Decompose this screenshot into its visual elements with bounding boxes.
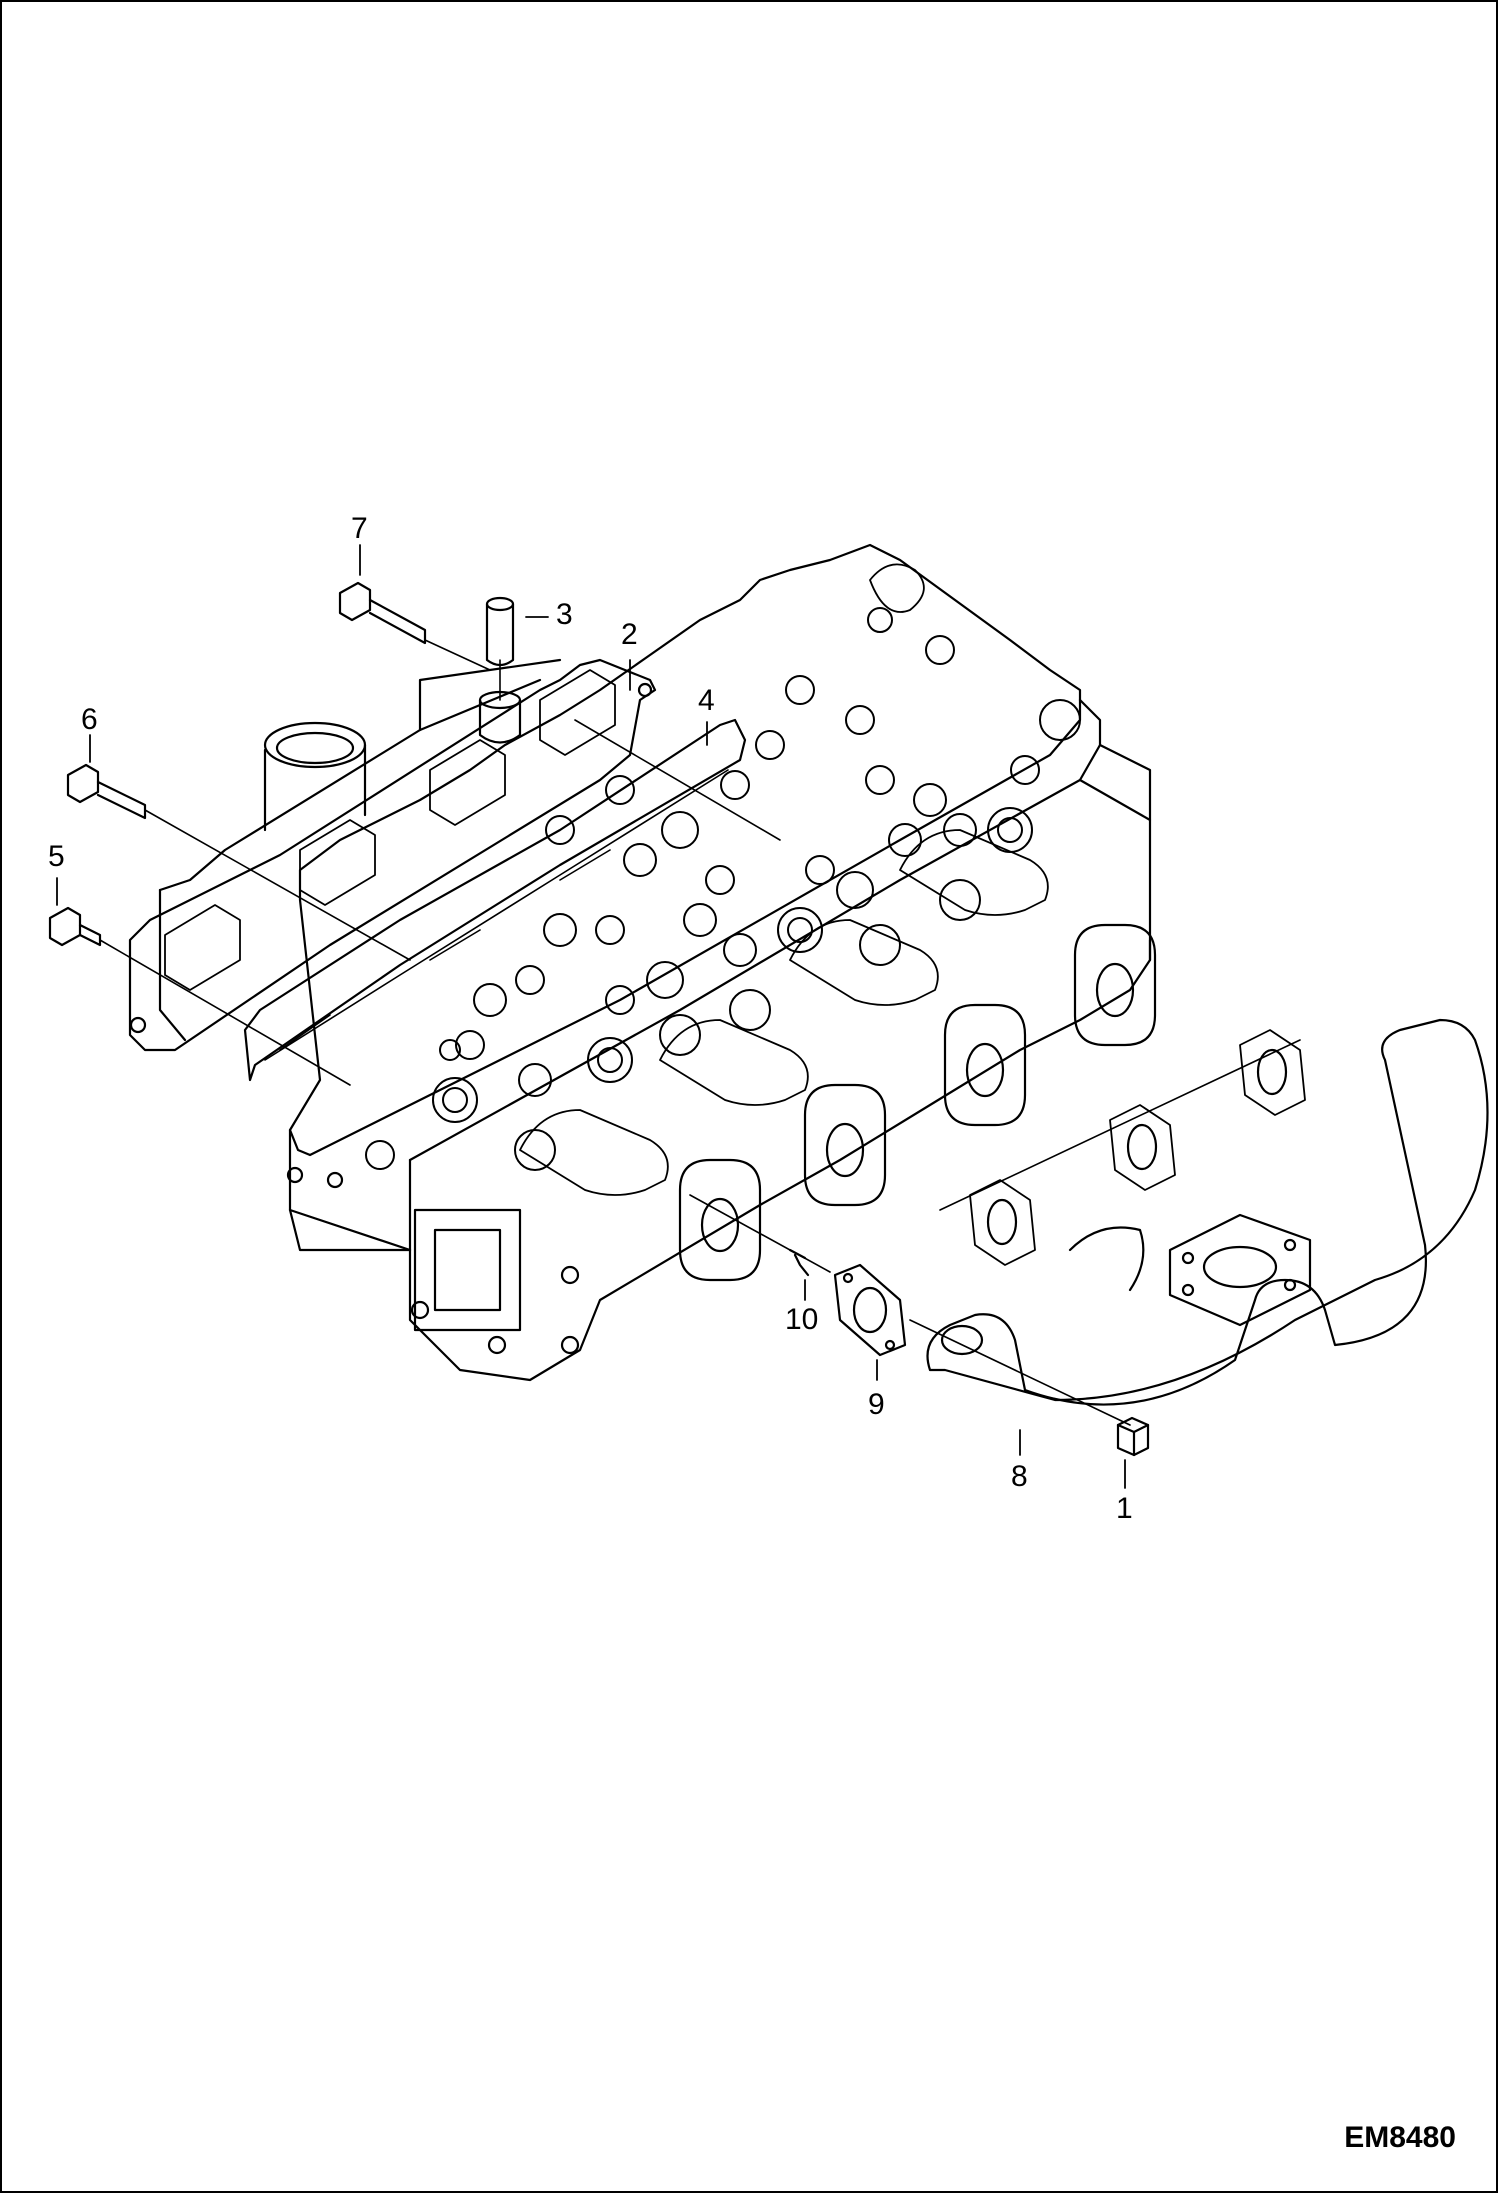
intake-manifold (128, 658, 657, 1052)
bolt-7 (338, 581, 427, 645)
callout-8: 8 (1011, 1460, 1028, 1493)
cylinder-head (286, 543, 1157, 1382)
bolt-6 (66, 763, 147, 820)
leader-lines (56, 544, 1126, 1489)
callout-6: 6 (81, 703, 98, 736)
callout-2: 2 (621, 618, 638, 651)
callout-10: 10 (785, 1303, 819, 1336)
callout-7: 7 (351, 512, 368, 545)
bolt-5 (48, 906, 102, 947)
callout-9: 9 (868, 1388, 885, 1421)
callout-3: 3 (556, 598, 573, 631)
figure-id: EM8480 (1344, 2121, 1456, 2154)
callout-1: 1 (1116, 1492, 1133, 1525)
alignment-lines (99, 639, 1131, 1426)
callout-5: 5 (48, 840, 65, 873)
sleeve (485, 596, 515, 667)
exhaust-gasket (833, 1263, 907, 1357)
stud (788, 1248, 810, 1277)
callout-4: 4 (698, 684, 715, 717)
exhaust-manifold (926, 1018, 1489, 1406)
intake-gasket (243, 718, 747, 1082)
nut (1116, 1416, 1150, 1457)
